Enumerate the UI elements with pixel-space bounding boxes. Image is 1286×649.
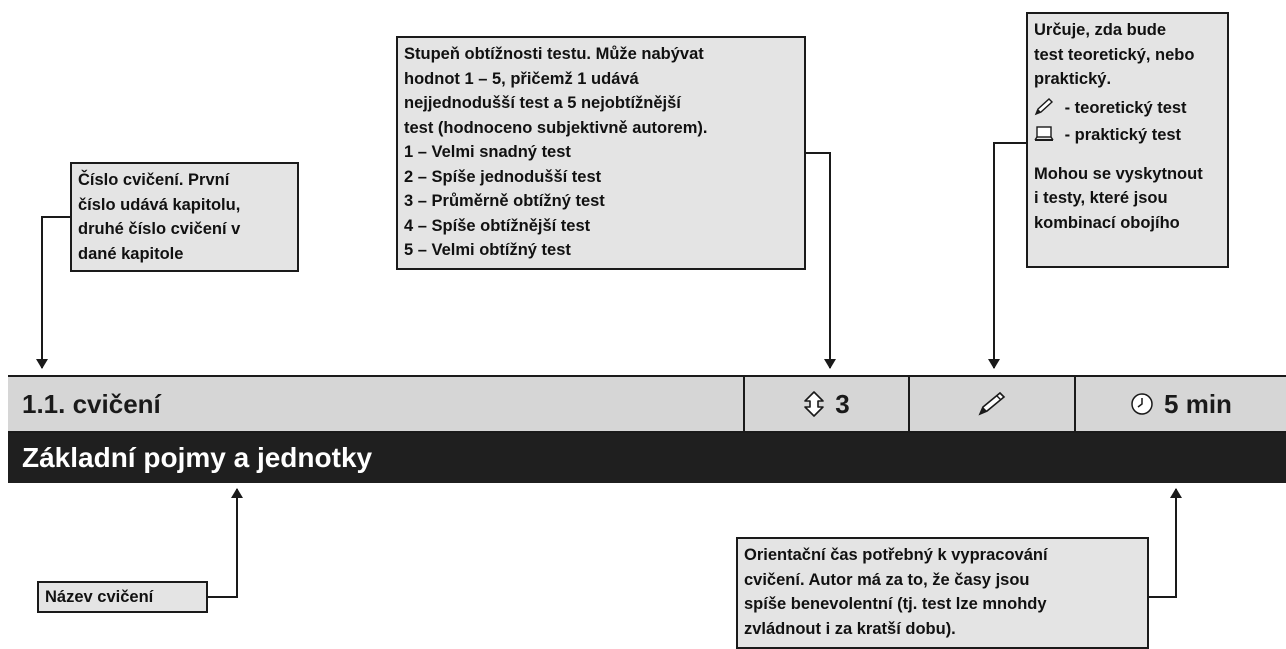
updown-arrow-icon	[804, 391, 825, 417]
callout-line: Stupeň obtížnosti testu. Může nabývat	[404, 45, 704, 63]
callout-difficulty: Stupeň obtížnosti testu. Může nabývat ho…	[396, 36, 806, 270]
callout-line: praktický.	[1034, 70, 1112, 88]
legend-theoretical-label: - teoretický test	[1060, 98, 1187, 117]
callout-line: Orientační čas potřebný k vypracování	[744, 546, 1048, 564]
arrow-exercise-name	[207, 488, 243, 598]
callout-line: číslo udává kapitolu,	[78, 195, 241, 214]
clock-icon	[1131, 393, 1153, 415]
callout-line: Určuje, zda bude	[1034, 21, 1167, 39]
difficulty-cell: 3	[743, 377, 908, 431]
legend-practical-label: - praktický test	[1060, 126, 1182, 144]
callout-line: kombinací obojího	[1034, 213, 1180, 232]
arrow-difficulty	[805, 152, 836, 369]
legend-theoretical: - teoretický test	[1034, 96, 1221, 121]
callout-line: 3 – Průměrně obtížný test	[404, 192, 605, 210]
callout-line: 4 – Spíše obtížnější test	[404, 216, 591, 235]
exercise-header: 1.1. cvičení 3 5 min	[8, 375, 1286, 433]
arrow-test-type	[988, 142, 1026, 369]
exercise-number-cell: 1.1. cvičení	[8, 377, 743, 431]
arrow-exercise-number	[36, 216, 70, 369]
callout-line: cvičení. Autor má za to, že časy jsou	[744, 570, 1030, 589]
time-cell: 5 min	[1074, 377, 1286, 431]
callout-line: test teoretický, nebo	[1034, 45, 1195, 64]
callout-line: 5 – Velmi obtížný test	[404, 241, 571, 259]
callout-line: druhé číslo cvičení v	[78, 220, 241, 238]
legend-practical: - praktický test	[1034, 123, 1221, 148]
pencil-icon	[978, 391, 1006, 416]
callout-line: i testy, které jsou	[1034, 189, 1168, 207]
callout-line: Číslo cvičení. První	[78, 171, 230, 189]
callout-exercise-name: Název cvičení	[37, 581, 208, 613]
type-cell	[908, 377, 1074, 431]
callout-line: Mohou se vyskytnout	[1034, 164, 1203, 183]
callout-line: spíše benevolentní (tj. test lze mnohdy	[744, 595, 1047, 613]
callout-test-type: Určuje, zda bude test teoretický, nebo p…	[1026, 12, 1229, 268]
exercise-number-label: 1.1. cvičení	[22, 388, 161, 419]
exercise-title: Základní pojmy a jednotky	[22, 442, 373, 473]
difficulty-value: 3	[835, 388, 850, 419]
callout-line: Název cvičení	[45, 588, 154, 606]
callout-time: Orientační čas potřebný k vypracování cv…	[736, 537, 1149, 649]
callout-line: 1 – Velmi snadný test	[404, 143, 571, 161]
callout-exercise-number: Číslo cvičení. První číslo udává kapitol…	[70, 162, 299, 272]
arrow-time	[1148, 488, 1182, 598]
callout-line: test (hodnoceno subjektivně autorem).	[404, 118, 708, 137]
exercise-title-bar: Základní pojmy a jednotky	[8, 433, 1286, 483]
callout-line: 2 – Spíše jednodušší test	[404, 167, 602, 186]
laptop-icon	[1034, 126, 1054, 141]
time-value: 5 min	[1164, 388, 1232, 419]
callout-line: hodnot 1 – 5, přičemž 1 udává	[404, 69, 639, 88]
callout-line: dané kapitole	[78, 244, 184, 263]
pencil-icon	[1034, 97, 1054, 115]
callout-line: nejjednodušší test a 5 nejobtížnější	[404, 94, 681, 112]
callout-line: zvládnout i za kratší dobu).	[744, 619, 956, 638]
